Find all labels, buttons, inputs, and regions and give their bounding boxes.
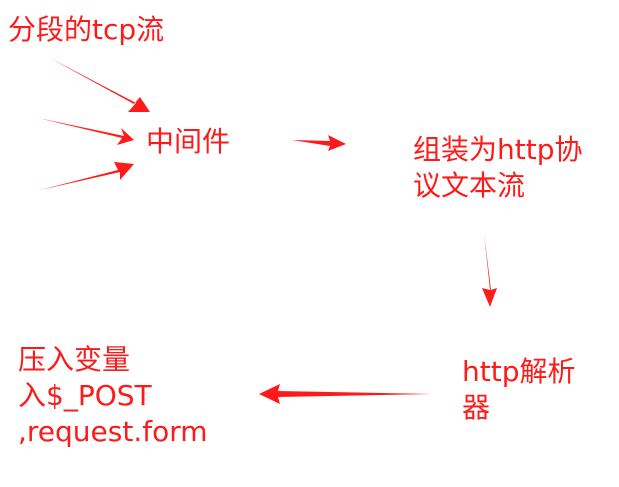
node-middleware-text: 中间件 — [146, 125, 231, 158]
node-http-parser-line-2: 器 — [462, 391, 491, 424]
node-assemble: 组装为http协 议文本流 — [413, 132, 582, 204]
node-http-parser-line-1: http解析 — [462, 355, 576, 388]
node-push-vars-line-3: ,request.form — [18, 415, 208, 448]
node-assemble-line-2: 议文本流 — [413, 169, 526, 202]
node-segmented-tcp: 分段的tcp流 — [8, 12, 164, 48]
arrow-left-low-to-middleware — [40, 162, 134, 190]
node-push-vars-line-1: 压入变量 — [18, 343, 131, 376]
node-middleware: 中间件 — [146, 124, 230, 160]
node-push-vars-line-2: 入$_POST — [18, 379, 152, 412]
arrow-parser-to-push — [259, 384, 432, 404]
node-assemble-line-1: 组装为http协 — [413, 133, 583, 166]
arrow-middleware-to-assemble — [292, 135, 346, 151]
node-http-parser: http解析 器 — [462, 354, 575, 426]
arrow-left-mid-to-middleware — [38, 118, 134, 145]
node-push-vars: 压入变量 入$_POST ,request.form — [18, 342, 208, 450]
arrow-tcp-to-middleware — [48, 57, 150, 112]
node-segmented-tcp-text: 分段的tcp流 — [8, 13, 165, 46]
arrow-assemble-to-parser — [482, 233, 497, 307]
